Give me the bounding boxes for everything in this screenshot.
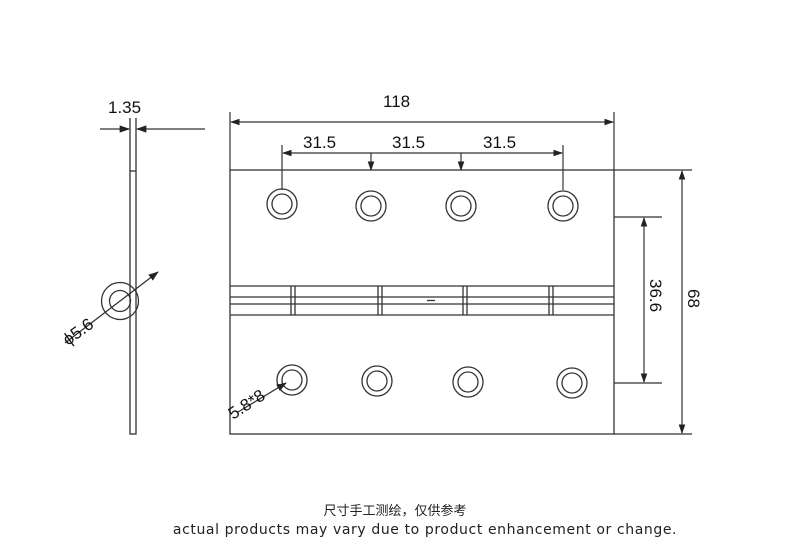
screw-hole-bottom-1: [276, 364, 308, 396]
hole-row-distance-label: 36.6: [646, 279, 665, 312]
overall-height-label: 68: [684, 289, 703, 308]
screw-hole-top-2: [355, 190, 387, 222]
height-dimension: [614, 169, 692, 435]
disclaimer-english: actual products may vary due to product …: [172, 522, 678, 538]
hole-row-dimension: [614, 216, 662, 384]
overall-width-label: 118: [383, 92, 410, 111]
width-dimension: [229, 112, 615, 170]
thickness-label: 1.35: [108, 98, 141, 117]
pin-diameter-leader: [64, 271, 159, 344]
front-view: [229, 169, 615, 435]
screw-hole-bottom-3: [452, 366, 484, 398]
hole-spacing-label-3: 31.5: [483, 133, 516, 152]
screw-hole-top-1: [266, 188, 298, 220]
screw-hole-top-3: [445, 190, 477, 222]
hole-size-label: 5.8*8: [225, 386, 269, 424]
disclaimer-chinese: 尺寸手工测绘，仅供参考: [323, 504, 467, 519]
hinge-outline: [229, 169, 615, 435]
screw-hole-bottom-2: [361, 365, 393, 397]
screw-hole-bottom-4: [556, 367, 588, 399]
hole-size-leader: [237, 382, 287, 413]
pin-knuckle-outer: [100, 281, 140, 321]
hole-spacing-label-2: 31.5: [392, 133, 425, 152]
side-view: [64, 118, 205, 435]
pin-diameter-label: ϕ5.6: [59, 314, 97, 349]
spacing-dimension: [281, 145, 564, 190]
hole-spacing-label-1: 31.5: [303, 133, 336, 152]
pin-knuckle-inner: [108, 289, 132, 313]
screw-hole-top-4: [547, 190, 579, 222]
